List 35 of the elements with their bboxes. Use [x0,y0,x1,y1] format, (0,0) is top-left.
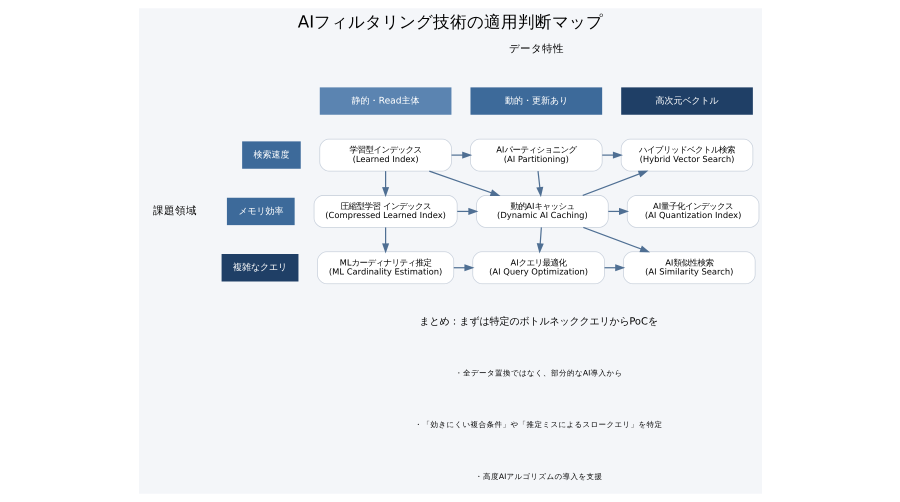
arrow [582,170,648,196]
node-box: 圧縮型学習 インデックス (Compressed Learned Index) [313,195,458,228]
label: 動的・更新あり [504,96,568,106]
arrow [602,152,622,159]
arrow [451,152,472,159]
label: データ特性 [508,42,564,56]
arrow [604,264,625,272]
node-box: MLカーディナリティ推定 (ML Cardinality Estimation) [316,251,454,284]
node-box: 学習型インデックス (Learned Index) [318,138,452,172]
node-box: AIクエリ最適化 (AI Query Optimization) [472,251,604,284]
node-box: AI類似性検索 (AI Similarity Search) [622,251,756,284]
label: ・全データ置換ではなく、部分的なAI導入から [454,368,622,378]
label: 複雑なクエリ [232,263,287,274]
label: メモリ効率 [238,206,283,217]
label: ・高度AIアルゴリズムの導入を支援 [474,472,602,481]
node-box: ハイブリッドベクトル検索 (Hybrid Vector Search) [620,138,753,172]
arrow [382,171,389,198]
label: 課題領域 [152,204,196,218]
label: ・「効きにくい複合条件」や「推定ミスによるスロークエリ」を特定 [414,420,662,430]
arrow [453,264,474,272]
node-box: 動的AIキャッシュ (Dynamic AI Caching) [476,195,608,228]
label: 高次元ベクトル [655,96,718,106]
arrow [582,226,650,252]
arrow [428,170,500,196]
arrow [536,227,544,254]
label: 静的・Read主体 [351,96,420,106]
arrow [536,171,543,198]
node-box: AIパーティショニング (AI Partitioning) [470,138,602,172]
arrow [608,208,629,215]
node-box: AI量子化インデックス (AI Quantization Index) [626,195,759,228]
arrow [456,208,478,215]
label: 検索速度 [252,150,289,160]
arrow [382,227,389,254]
diagram-title: AIフィルタリング技術の適用判断マップ [297,12,603,32]
label: まとめ：まずは特定のボトルネッククエリからPoCを [418,316,658,328]
